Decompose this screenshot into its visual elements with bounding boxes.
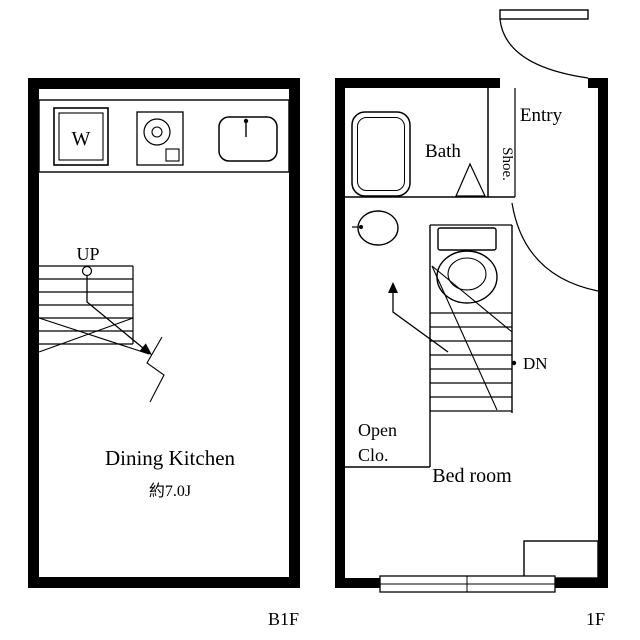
stair-winder-lines-1f (431, 265, 513, 411)
entry-step-box (523, 540, 599, 579)
open-closet: Open Clo. (345, 420, 430, 468)
walkline-start-circle (81, 265, 93, 277)
open-clo-label-line1: Open (358, 420, 397, 440)
bath-label: Bath (425, 141, 461, 162)
walkline-arrowhead (139, 343, 152, 355)
b1f-floor-label: B1F (268, 609, 299, 629)
washer-label: W (72, 128, 91, 150)
room-size-label: 約7.0J (149, 482, 191, 500)
basin-tap-dot (359, 225, 363, 229)
toilet-icon (430, 224, 512, 304)
entry-door-opening (500, 78, 588, 88)
stove-body (136, 111, 184, 166)
stair-walkline-1f (392, 288, 449, 353)
bedroom-label: Bed room (432, 465, 512, 487)
washer-outer-box (53, 107, 109, 166)
washer-inner-box (58, 112, 104, 161)
bathtub-icon (351, 111, 411, 197)
toilet-bowl-inner (447, 257, 487, 291)
b1f-plan: W UP (28, 78, 300, 588)
entry-door-panel (499, 9, 589, 20)
f1-floor-label: 1F (586, 609, 605, 629)
interior-door-swing-icon (511, 202, 599, 292)
stair-break-line (146, 336, 165, 403)
open-clo-label-line2: Clo. (358, 445, 389, 465)
stair-treads-1f (430, 312, 512, 412)
toilet-tank (437, 227, 497, 251)
stove-burner-inner (151, 126, 163, 138)
stair-winder-lines-b1f (38, 317, 150, 355)
bathtub-inner (357, 117, 405, 191)
entry-door-arc (499, 18, 589, 79)
bath-room: Bath (345, 111, 515, 198)
walkline-arrowhead-1f (388, 282, 398, 293)
stove-control-box (165, 148, 180, 162)
stairs-down-icon: DN (388, 225, 548, 467)
shoe-closet: Shoe. (487, 88, 516, 197)
up-label: UP (76, 244, 99, 264)
stove-icon (136, 111, 184, 166)
dn-label: DN (523, 354, 548, 373)
entry-door-swing-icon (499, 9, 589, 88)
kitchen-sink-icon (218, 116, 278, 162)
stair-walkline (86, 276, 144, 349)
window-icon (379, 575, 556, 593)
stair-treads-b1f (39, 265, 134, 345)
entry-label: Entry (520, 105, 563, 126)
bath-door-triangle (455, 162, 486, 197)
stove-burner-outer (143, 118, 171, 146)
stairs-up-icon: UP (38, 244, 165, 403)
sink-basin (218, 116, 278, 162)
bathtub-outer (351, 111, 411, 197)
washing-machine-icon: W (53, 107, 109, 166)
dining-kitchen-label: Dining Kitchen (105, 446, 236, 470)
f1-plan: Entry Shoe. Bath (335, 9, 608, 593)
basin-bowl (357, 210, 399, 246)
dn-marker-dot (511, 360, 517, 366)
sink-faucet-dot (243, 118, 249, 124)
wash-basin-icon (352, 210, 399, 246)
shoe-label: Shoe. (499, 147, 515, 181)
